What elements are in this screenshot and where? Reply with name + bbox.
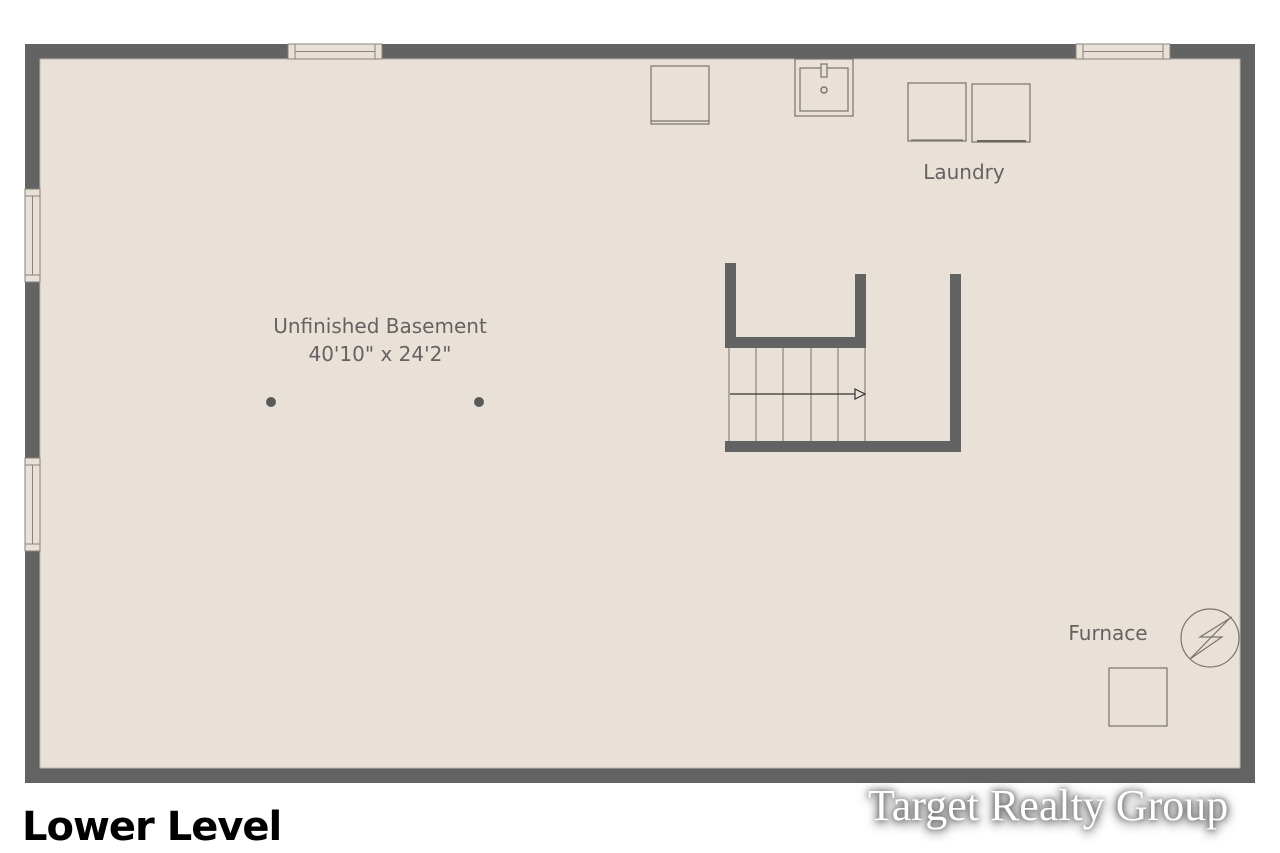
water-heater-icon	[650, 65, 710, 125]
room-dimensions: 40'10" x 24'2"	[308, 342, 452, 366]
dryer-icon	[971, 83, 1031, 143]
level-title: Lower Level	[22, 804, 282, 850]
support-post-icon	[474, 397, 484, 407]
watermark: Target Realty Group	[868, 781, 1229, 830]
electrical-panel-icon	[1180, 608, 1240, 668]
utility-sink-icon	[794, 58, 854, 117]
window-left-lower	[24, 457, 41, 552]
window-top-left	[287, 43, 383, 60]
floor-area	[39, 58, 1241, 769]
stair-direction-arrow-icon	[730, 388, 867, 400]
window-left-upper	[24, 188, 41, 283]
window-top-right	[1075, 43, 1171, 60]
washer-icon	[907, 82, 967, 142]
support-post-icon	[266, 397, 276, 407]
stairwell-walls	[725, 263, 961, 452]
room-label-laundry: Laundry	[923, 160, 1005, 184]
room-label-unfinished-basement: Unfinished Basement 40'10" x 24'2"	[230, 312, 530, 368]
room-name: Unfinished Basement	[273, 314, 487, 338]
room-label-furnace: Furnace	[1068, 621, 1148, 645]
furnace-icon	[1108, 667, 1168, 727]
